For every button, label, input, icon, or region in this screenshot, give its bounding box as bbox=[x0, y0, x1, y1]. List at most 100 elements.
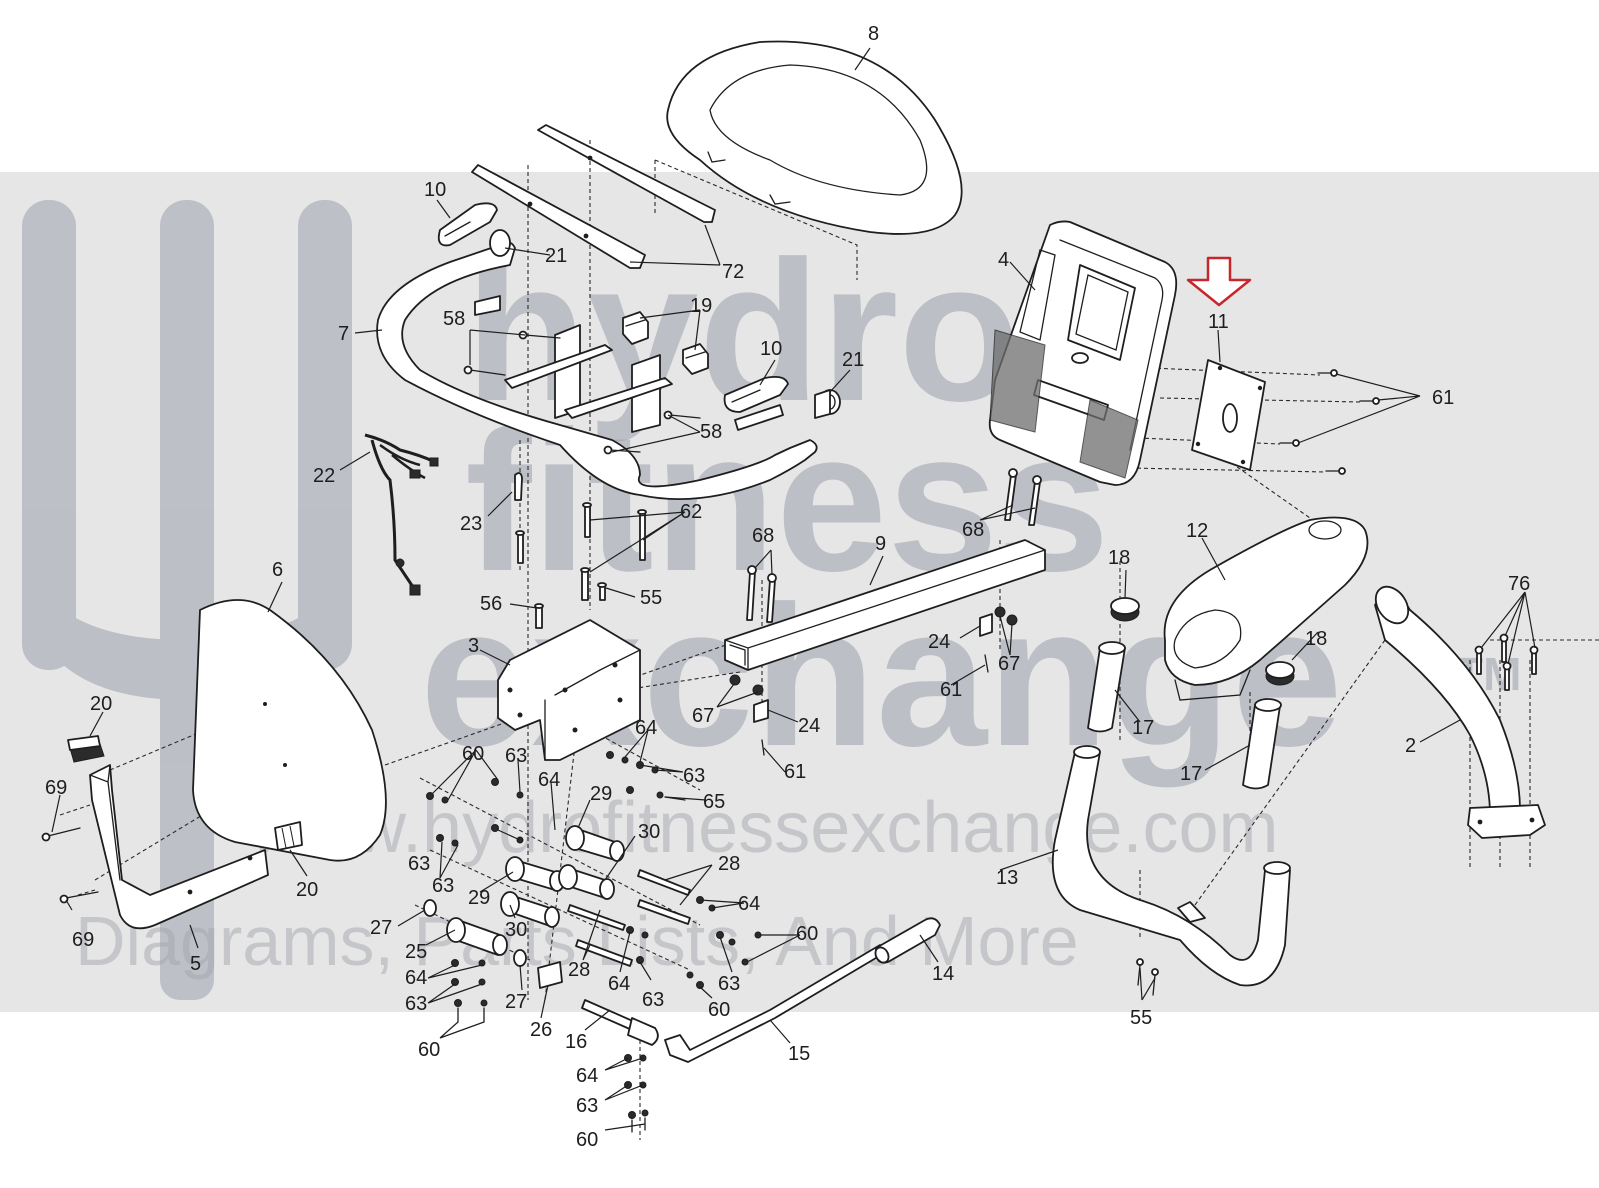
callout-64: 64 bbox=[405, 967, 427, 989]
part-18-caps bbox=[1110, 597, 1295, 686]
pedal-rollers bbox=[423, 825, 691, 989]
callout-61: 61 bbox=[1432, 387, 1454, 409]
part-11-mount-plate bbox=[1191, 359, 1266, 471]
part-20-caps bbox=[67, 735, 303, 851]
callout-2: 2 bbox=[1405, 735, 1416, 757]
callout-20: 20 bbox=[90, 693, 112, 715]
vertical-bolts bbox=[515, 502, 647, 629]
part-13-handlebar bbox=[1051, 745, 1291, 987]
callout-63: 63 bbox=[576, 1095, 598, 1117]
callout-64: 64 bbox=[738, 893, 760, 915]
part-4-console bbox=[988, 220, 1178, 486]
callout-25: 25 bbox=[405, 941, 427, 963]
callout-28: 28 bbox=[568, 959, 590, 981]
part-23-clip bbox=[514, 472, 523, 501]
watermark-url: www.hydrofitnessexchange.com bbox=[249, 788, 1279, 868]
callout-76: 76 bbox=[1508, 573, 1530, 595]
callout-63: 63 bbox=[505, 745, 527, 767]
part-19-spacers bbox=[622, 311, 709, 375]
callout-64: 64 bbox=[608, 973, 630, 995]
callout-67: 67 bbox=[998, 653, 1020, 675]
callout-60: 60 bbox=[462, 743, 484, 765]
part-58-bolts bbox=[463, 330, 701, 455]
part-61-screws bbox=[1279, 369, 1380, 475]
callout-17: 17 bbox=[1180, 763, 1202, 785]
nuts-and-spacers bbox=[729, 606, 1018, 756]
callout-23: 23 bbox=[460, 513, 482, 535]
part-22-wire-harness bbox=[364, 433, 439, 596]
part-8-seat-cushion bbox=[666, 40, 963, 235]
callout-60: 60 bbox=[418, 1039, 440, 1061]
callout-69: 69 bbox=[45, 777, 67, 799]
callout-20: 20 bbox=[296, 879, 318, 901]
callout-13: 13 bbox=[996, 867, 1018, 889]
callout-60: 60 bbox=[576, 1129, 598, 1151]
callout-64: 64 bbox=[538, 769, 560, 791]
callout-55: 55 bbox=[640, 587, 662, 609]
callout-28: 28 bbox=[718, 853, 740, 875]
callout-14: 14 bbox=[932, 963, 954, 985]
callout-65: 65 bbox=[703, 791, 725, 813]
callout-10: 10 bbox=[424, 179, 446, 201]
callout-7: 7 bbox=[338, 323, 349, 345]
callout-15: 15 bbox=[788, 1043, 810, 1065]
part-7-seat-frame bbox=[376, 241, 818, 501]
part-16-axle bbox=[581, 999, 659, 1046]
callout-18: 18 bbox=[1108, 547, 1130, 569]
callout-27: 27 bbox=[505, 991, 527, 1013]
part-21-end-caps bbox=[489, 229, 841, 419]
callout-18: 18 bbox=[1305, 628, 1327, 650]
callout-64: 64 bbox=[576, 1065, 598, 1087]
part-10-seat-handles bbox=[437, 202, 789, 413]
callout-72: 72 bbox=[722, 261, 744, 283]
callout-61: 61 bbox=[940, 679, 962, 701]
callout-5: 5 bbox=[190, 953, 201, 975]
callout-63: 63 bbox=[408, 853, 430, 875]
callout-30: 30 bbox=[505, 919, 527, 941]
callout-63: 63 bbox=[718, 973, 740, 995]
callout-12: 12 bbox=[1186, 520, 1208, 542]
callout-24: 24 bbox=[798, 715, 820, 737]
callout-60: 60 bbox=[796, 923, 818, 945]
callout-63: 63 bbox=[405, 993, 427, 1015]
callout-55: 55 bbox=[1130, 1007, 1152, 1029]
part-5-backrest-frame bbox=[89, 764, 269, 930]
callout-58: 58 bbox=[443, 308, 465, 330]
callout-3: 3 bbox=[468, 635, 479, 657]
part-2-upright bbox=[1374, 585, 1546, 839]
callout-29: 29 bbox=[468, 887, 490, 909]
callout-21: 21 bbox=[842, 349, 864, 371]
leader-lines bbox=[51, 47, 1536, 1131]
callout-68: 68 bbox=[962, 519, 984, 541]
callout-4: 4 bbox=[998, 249, 1009, 271]
part-9-slide-tube bbox=[724, 539, 1046, 671]
callout-68: 68 bbox=[752, 525, 774, 547]
callout-10: 10 bbox=[760, 338, 782, 360]
callout-8: 8 bbox=[868, 23, 879, 45]
callout-9: 9 bbox=[875, 533, 886, 555]
callout-61: 61 bbox=[784, 761, 806, 783]
callout-63: 63 bbox=[642, 989, 664, 1011]
callout-67: 67 bbox=[692, 705, 714, 727]
callout-56: 56 bbox=[480, 593, 502, 615]
callout-17: 17 bbox=[1132, 717, 1154, 739]
callout-26: 26 bbox=[530, 1019, 552, 1041]
callout-62: 62 bbox=[680, 501, 702, 523]
part-15-pedal-arm bbox=[664, 917, 941, 1063]
callout-21: 21 bbox=[545, 245, 567, 267]
callout-69: 69 bbox=[72, 929, 94, 951]
part-69-bolts bbox=[41, 827, 99, 904]
part-68-bolts bbox=[746, 468, 1042, 623]
callout-30: 30 bbox=[638, 821, 660, 843]
callout-24: 24 bbox=[928, 631, 950, 653]
part-12-shroud bbox=[1163, 516, 1369, 701]
callout-29: 29 bbox=[590, 783, 612, 805]
highlight-arrow-icon bbox=[1186, 256, 1252, 307]
part-3-bracket bbox=[497, 619, 641, 761]
callout-58: 58 bbox=[700, 421, 722, 443]
callout-27: 27 bbox=[370, 917, 392, 939]
part-6-backrest bbox=[192, 599, 387, 862]
part-72-seat-rails bbox=[471, 124, 716, 269]
callout-64: 63 bbox=[432, 875, 454, 897]
